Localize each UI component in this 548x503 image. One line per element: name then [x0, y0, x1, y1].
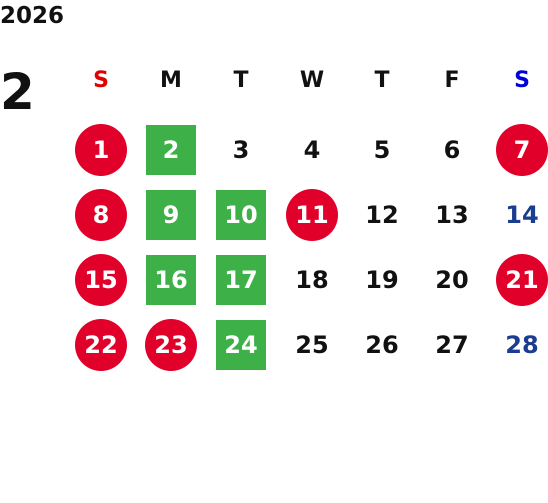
- day-cell: 20: [425, 253, 479, 307]
- highlight-square-marker: [216, 320, 266, 370]
- day-cell: 1: [74, 123, 128, 177]
- day-cell: 9: [144, 188, 198, 242]
- day-number: 3: [232, 136, 250, 164]
- day-number: 18: [295, 266, 329, 294]
- day-cell: 10: [214, 188, 268, 242]
- holiday-circle-marker: [286, 189, 338, 241]
- weekday-label: M: [160, 68, 182, 93]
- holiday-circle-marker: [75, 124, 127, 176]
- day-cell: 12: [355, 188, 409, 242]
- day-cell: 23: [144, 318, 198, 372]
- highlight-square-marker: [216, 255, 266, 305]
- day-cell: 2: [144, 123, 198, 177]
- holiday-circle-marker: [75, 189, 127, 241]
- day-cell: 18: [285, 253, 339, 307]
- highlight-square-marker: [146, 190, 196, 240]
- weekday-label: S: [514, 68, 530, 93]
- day-cell: 13: [425, 188, 479, 242]
- day-cell: 24: [214, 318, 268, 372]
- holiday-circle-marker: [75, 319, 127, 371]
- day-cell: 8: [74, 188, 128, 242]
- holiday-circle-marker: [496, 254, 548, 306]
- day-number: 27: [435, 331, 469, 359]
- weekday-label: T: [374, 68, 390, 93]
- day-number: 15: [84, 266, 118, 294]
- day-cell: 7: [495, 123, 548, 177]
- day-cell: 28: [495, 318, 548, 372]
- day-number: 21: [505, 266, 539, 294]
- day-cell: 14: [495, 188, 548, 242]
- day-cell: 19: [355, 253, 409, 307]
- day-cell: 4: [285, 123, 339, 177]
- day-number: 2: [162, 136, 180, 164]
- day-number: 25: [295, 331, 329, 359]
- calendar-month: 2: [0, 63, 35, 121]
- day-number: 4: [303, 136, 321, 164]
- day-number: 22: [84, 331, 118, 359]
- calendar-year: 2026: [0, 3, 65, 29]
- day-number: 20: [435, 266, 469, 294]
- day-number: 14: [505, 201, 539, 229]
- highlight-square-marker: [216, 190, 266, 240]
- day-cell: 27: [425, 318, 479, 372]
- day-number: 19: [365, 266, 399, 294]
- day-cell: 15: [74, 253, 128, 307]
- highlight-square-marker: [146, 255, 196, 305]
- day-cell: 25: [285, 318, 339, 372]
- day-number: 13: [435, 201, 469, 229]
- day-number: 1: [92, 136, 110, 164]
- day-number: 10: [224, 201, 258, 229]
- day-number: 26: [365, 331, 399, 359]
- day-number: 8: [92, 201, 110, 229]
- day-cell: 21: [495, 253, 548, 307]
- day-cell: 22: [74, 318, 128, 372]
- holiday-circle-marker: [496, 124, 548, 176]
- weekday-label: T: [233, 68, 249, 93]
- day-number: 17: [224, 266, 258, 294]
- day-cell: 3: [214, 123, 268, 177]
- day-cell: 5: [355, 123, 409, 177]
- weekday-label: W: [299, 68, 325, 93]
- day-cell: 16: [144, 253, 198, 307]
- weekday-label: S: [93, 68, 109, 93]
- holiday-circle-marker: [75, 254, 127, 306]
- day-cell: 17: [214, 253, 268, 307]
- holiday-circle-marker: [145, 319, 197, 371]
- day-number: 24: [224, 331, 258, 359]
- day-cell: 6: [425, 123, 479, 177]
- day-number: 6: [443, 136, 461, 164]
- day-number: 23: [154, 331, 188, 359]
- day-cell: 11: [285, 188, 339, 242]
- day-number: 7: [513, 136, 531, 164]
- day-cell: 26: [355, 318, 409, 372]
- day-number: 16: [154, 266, 188, 294]
- day-number: 12: [365, 201, 399, 229]
- day-number: 5: [373, 136, 391, 164]
- day-number: 9: [162, 201, 180, 229]
- day-number: 11: [295, 201, 329, 229]
- day-number: 28: [505, 331, 539, 359]
- weekday-label: F: [444, 68, 460, 93]
- highlight-square-marker: [146, 125, 196, 175]
